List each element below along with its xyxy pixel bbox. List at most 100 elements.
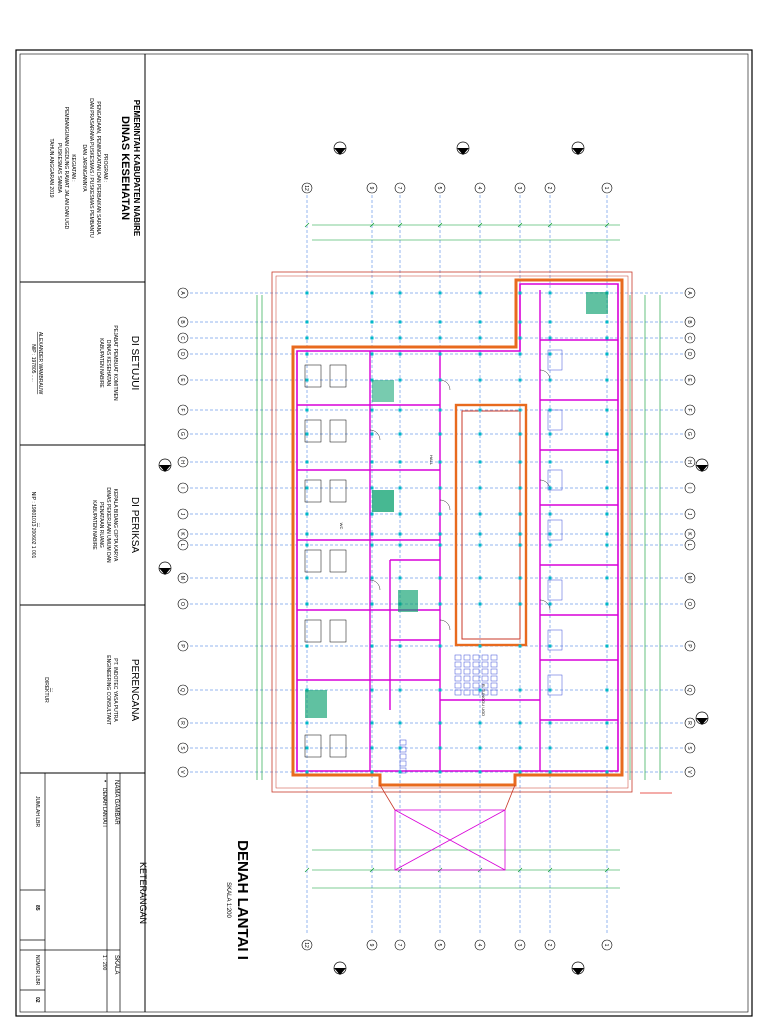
column [305,378,309,382]
dimension-tick [397,222,403,228]
grid-bubble-circle [177,539,189,551]
grid-bubble-label: A [686,291,692,295]
column [605,770,609,774]
column [518,408,522,412]
grid-bubble-number-top: 12 [301,182,313,194]
room-label-ugd: R. TUNGGU UGD [481,684,486,716]
section-marker [333,141,347,155]
column [518,543,522,547]
column [518,576,522,580]
column [398,721,402,725]
grid-bubble-label: O [686,602,692,606]
column [370,320,374,324]
column [605,486,609,490]
grid-bubble-label: L [686,544,692,547]
waiting-chair [490,675,498,682]
column [605,644,609,648]
waiting-chair [463,675,471,682]
courtyard-outer [454,403,528,647]
grid-bubble-label: D [686,352,692,356]
column [438,432,442,436]
column [438,486,442,490]
grid-lines [180,195,690,935]
column [438,320,442,324]
column [478,721,482,725]
grid-bubble-label: 7 [396,944,402,947]
column [548,532,552,536]
column [398,352,402,356]
column [478,688,482,692]
dimension-tick [369,867,375,873]
grid-bubble-letter-right: D [684,348,696,360]
dimension-tick [604,222,610,228]
section-marker [158,458,172,472]
column [548,486,552,490]
section-marker-arrow [457,148,469,155]
grid-bubble-circle [684,684,696,696]
column [398,532,402,536]
grid-bubble-circle [684,316,696,328]
column [305,408,309,412]
grid-bubble-label: Q [686,688,692,692]
column [398,576,402,580]
grid-bubble-label: C [179,336,185,340]
room-label-wc: WC [339,523,344,530]
activity-label: KEGIATAN : [70,154,76,181]
bench-seat [399,760,407,767]
grid-bubble-circle [177,316,189,328]
column [605,432,609,436]
section-marker [571,141,585,155]
grid-bubble-circle [177,332,189,344]
column [370,576,374,580]
dimension-tick [477,222,483,228]
section-markers [158,141,709,975]
bed [329,419,347,443]
room-label-hall: HALL [429,455,434,466]
grid-bubble-label: 3 [516,187,522,190]
grid-bubble-label: F [179,408,185,411]
column [605,352,609,356]
grid-bubble-label: J [686,513,692,516]
grid-bubble-circle [684,717,696,729]
grid-bubble-circle [177,742,189,754]
waiting-chair [454,682,462,689]
grid-bubble-letter-left: F [177,404,189,416]
column [305,644,309,648]
column [305,486,309,490]
grid-bubble-circle [177,766,189,778]
grid-bubble-number-top: 3 [514,182,526,194]
approved-nip: NIP : 197805 ..... [30,344,36,381]
bed [304,479,322,503]
grid-bubble-label: M [179,576,185,580]
column [398,378,402,382]
grid-bubble-circle [474,182,486,194]
grid-bubble-circle [177,482,189,494]
drawing-scale-text: SKALA 1:200 [225,882,231,918]
grid-bubble-label: 2 [546,187,552,190]
column [605,336,609,340]
grid-bubble-letter-right: O [684,598,696,610]
sheet-inner-border [19,53,749,1013]
notes-item-name: DENAH LANTAI I [101,788,107,827]
grid-bubble-circle [394,182,406,194]
column [370,721,374,725]
grid-bubble-number-bottom: 9 [366,939,378,951]
dimension-tick [304,867,310,873]
door-swing [439,619,451,631]
waiting-chair [472,682,480,689]
grid-bubble-letter-left: V [177,766,189,778]
sheets-value: 85 [34,905,40,911]
grid-bubble-circle [301,182,313,194]
grid-bubble-circle [544,939,556,951]
drawing-title-text: DENAH LANTAI I [234,840,251,960]
grid-bubble-circle [434,939,446,951]
notes-item-bullet: • [101,780,107,782]
column [370,543,374,547]
site-boundary-inner [275,275,629,789]
bed [304,549,322,573]
column [305,352,309,356]
column [478,746,482,750]
grid-bubble-label: 4 [476,944,482,947]
grid-bubble-letter-right: F [684,404,696,416]
bed [304,364,322,388]
